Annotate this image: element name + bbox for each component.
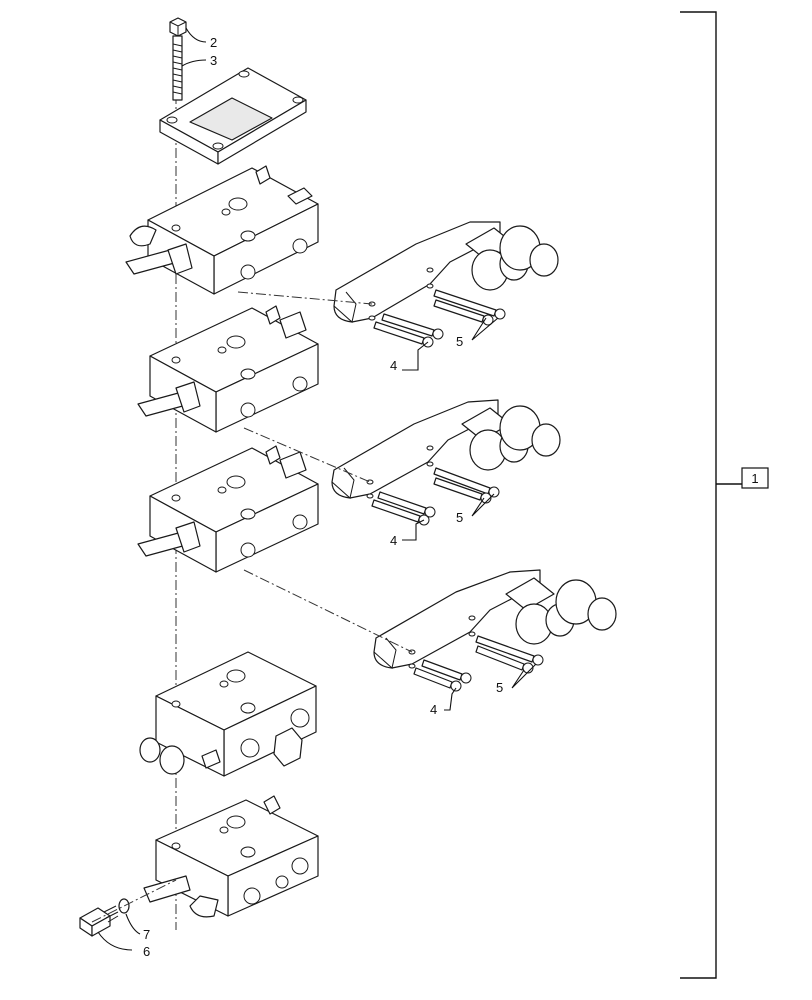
leader-5b [471,493,495,517]
valve-section-1 [125,165,319,295]
adapter-center-line [91,879,177,923]
leader-4c [444,687,457,711]
callout-3: 3 [210,53,217,68]
assembly-bracket [680,11,742,979]
callout-6: 6 [143,944,150,959]
valve-section-5 [143,795,319,918]
valve-section-4 [139,651,317,777]
manifold-2-screws [371,467,500,526]
assembly-ref-label: 1 [751,471,758,486]
manifold-3 [373,569,617,669]
leader-3 [181,59,207,67]
manifold-2 [331,399,561,499]
callout-2: 2 [210,35,217,50]
leader-4b [402,519,425,541]
leader-2 [185,27,207,43]
manifold-1 [333,221,559,323]
adapter-part [79,905,119,937]
leader-6 [97,931,133,951]
callout-5c: 5 [496,680,503,695]
manifold-3-screws [413,635,544,692]
callout-5b: 5 [456,510,463,525]
leader-5c [511,663,537,689]
callout-5a: 5 [456,334,463,349]
callout-7: 7 [143,927,150,942]
cover-plate [159,67,307,165]
callout-4a: 4 [390,358,397,373]
seal-part [118,898,130,914]
assembly-ref-box: 1 [741,467,769,489]
leader-7 [125,913,141,935]
callout-4b: 4 [390,533,397,548]
manifold-3-center-line [243,569,413,653]
manifold-1-center-line [237,291,373,305]
leader-4a [402,341,429,371]
leader-5a [471,317,499,341]
valve-section-2 [137,305,319,433]
callout-4c: 4 [430,702,437,717]
nut-part [169,17,187,37]
tie-rod-part [172,35,183,101]
valve-section-3 [137,445,319,573]
manifold-1-screws [373,289,506,348]
manifold-2-center-line [243,427,371,483]
